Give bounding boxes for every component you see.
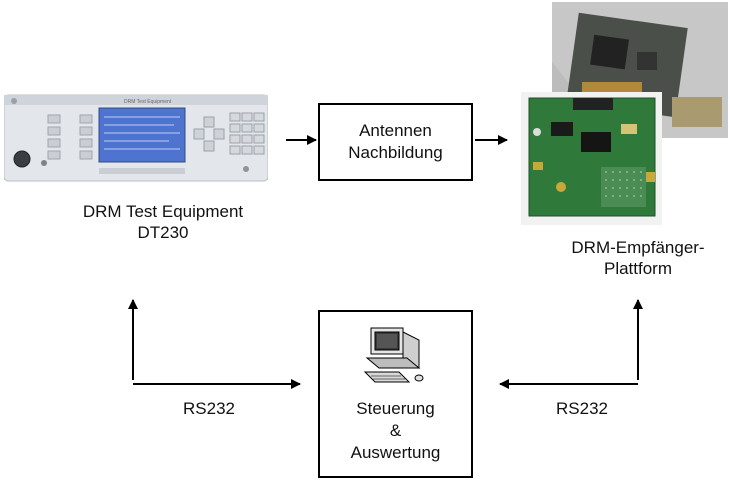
control-box-line3: Auswertung (350, 443, 441, 462)
antenna-box-line1: Antennen (359, 121, 432, 140)
test-equipment-label: DRM Test Equipment DT230 (83, 201, 243, 243)
receiver-label-line2: Plattform (603, 259, 673, 278)
receiver-label: DRM-Empfänger- Plattform (571, 237, 704, 279)
receiver-board-photo (521, 92, 662, 225)
rs232-right-label: RS232 (556, 399, 608, 418)
control-box-line1: Steuerung (356, 399, 435, 418)
receiver-label-line1: DRM-Empfänger- (571, 238, 705, 257)
test-equipment-model: DT230 (137, 223, 189, 242)
control-evaluation-box: Steuerung & Auswertung (318, 310, 473, 478)
antenna-simulation-box: Antennen Nachbildung (318, 103, 473, 181)
antenna-box-line2: Nachbildung (348, 143, 443, 162)
receiver-board-image (521, 92, 662, 225)
test-equipment-image: DRM Test Equipment (3, 94, 269, 182)
rs232-left-label: RS232 (183, 399, 235, 418)
test-equipment-device: DRM Test Equipment (3, 93, 269, 183)
test-equipment-name: DRM Test Equipment (82, 202, 244, 221)
computer-icon (363, 327, 423, 383)
control-box-line2: & (389, 421, 402, 440)
panel-caption-text: DRM Test Equipment (124, 99, 172, 105)
